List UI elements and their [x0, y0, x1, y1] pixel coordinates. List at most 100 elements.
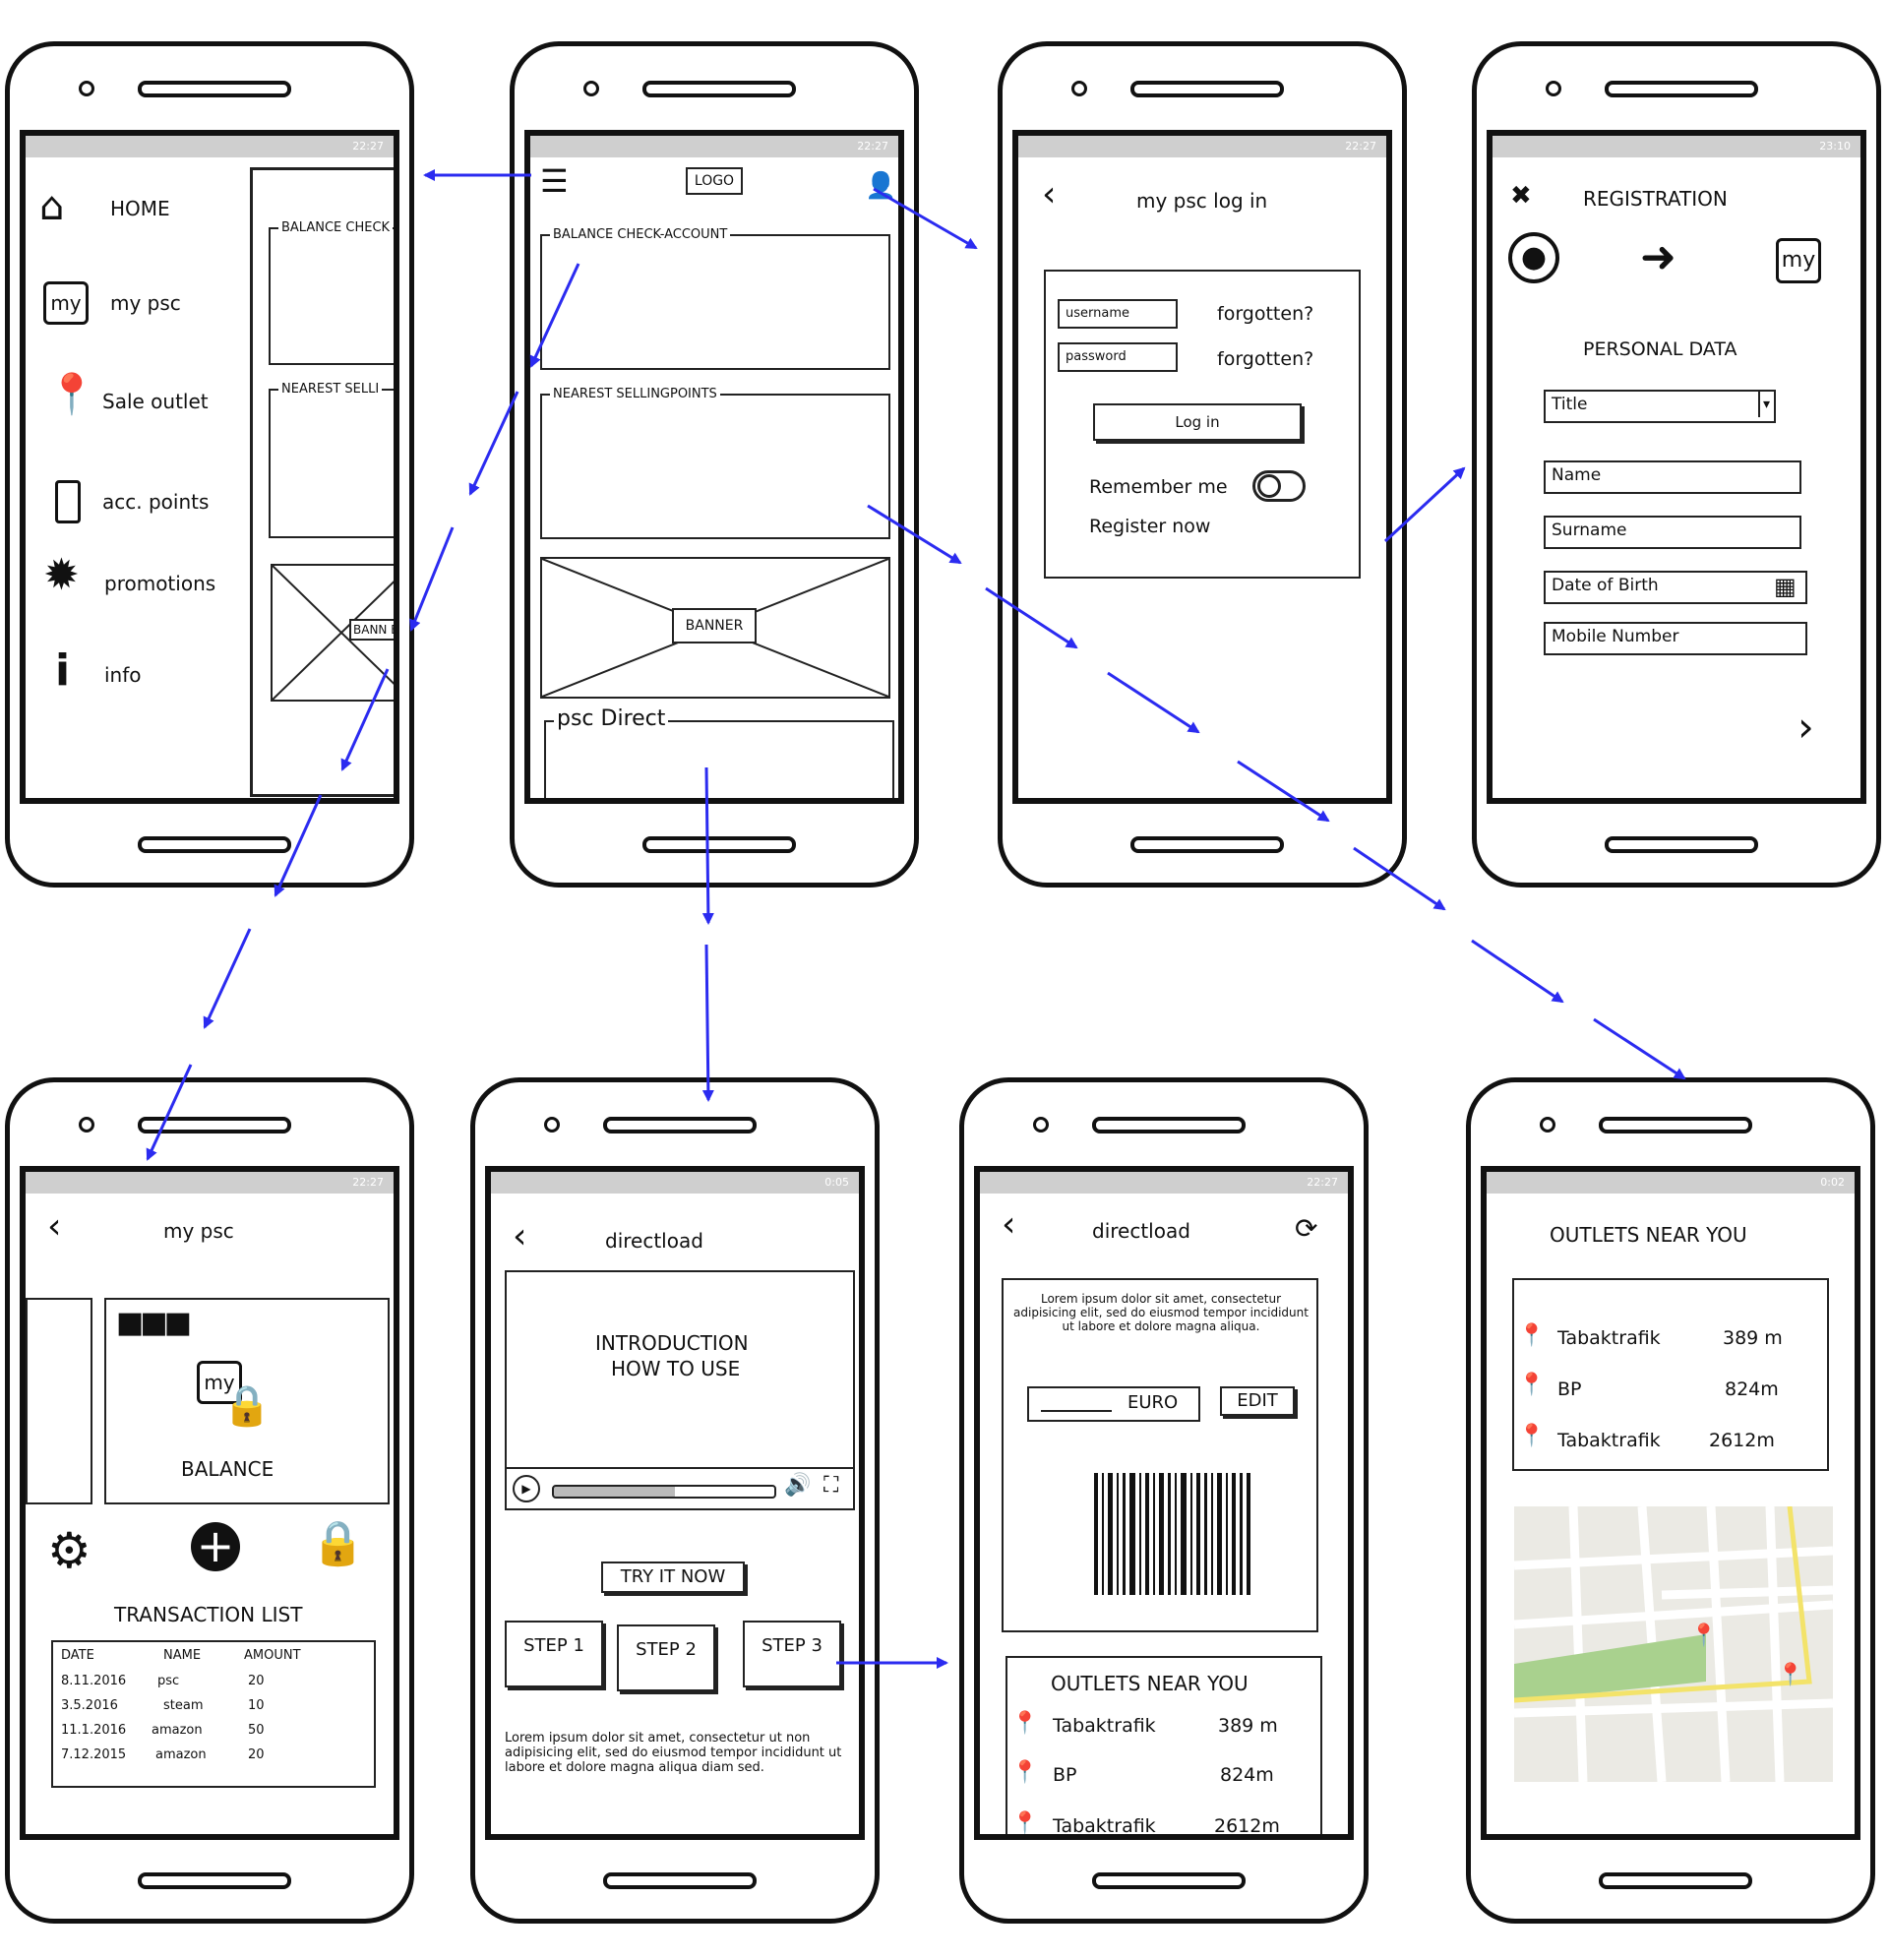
table-header: DATE — [61, 1648, 94, 1663]
name-field[interactable]: Name — [1544, 460, 1801, 494]
outlet-name[interactable]: BP — [1557, 1378, 1582, 1400]
back-chevron-icon[interactable]: ‹ — [47, 1206, 62, 1247]
lock-icon[interactable]: 🔒 — [311, 1518, 365, 1568]
status-bar: 22:27 — [530, 136, 898, 157]
map-park — [1514, 1634, 1706, 1701]
my-badge-icon: my — [197, 1361, 242, 1404]
outlet-distance: 389 m — [1218, 1715, 1278, 1737]
voucher-description: Lorem ipsum dolor sit amet, consectetur … — [1013, 1292, 1309, 1333]
barcode — [1094, 1473, 1250, 1595]
outlet-name[interactable]: Tabaktrafik — [1557, 1430, 1661, 1451]
card-previous[interactable] — [26, 1298, 92, 1504]
more-dots-icon[interactable]: ■■■ — [116, 1306, 192, 1340]
my-badge-icon: my — [43, 281, 89, 325]
title-select[interactable]: Title — [1544, 390, 1776, 423]
login-button[interactable]: Log in — [1093, 403, 1302, 441]
balance-card[interactable]: ■■■ my 🔒 BALANCE — [104, 1298, 390, 1504]
home-button[interactable] — [1130, 836, 1284, 853]
home-button[interactable] — [138, 1872, 291, 1889]
home-button[interactable] — [603, 1872, 757, 1889]
outlet-distance: 2612m — [1709, 1430, 1775, 1451]
chevron-down-icon[interactable]: ▾ — [1758, 392, 1773, 417]
balance-check-label: BALANCE CHECK-ACCOUNT — [550, 227, 731, 242]
video-controls: ▶ 🔊 ⛶ — [507, 1467, 853, 1508]
map-pin-icon: 📍 — [47, 372, 96, 417]
map-pin-icon: 📍 — [1011, 1811, 1039, 1836]
home-button[interactable] — [138, 836, 291, 853]
map-pin-icon: 📍 — [1011, 1711, 1039, 1736]
side-balance-label: BALANCE CHECK — [278, 220, 394, 235]
surname-field[interactable]: Surname — [1544, 516, 1801, 549]
close-icon[interactable]: ✖ — [1510, 181, 1532, 211]
hamburger-menu-icon[interactable]: ☰ — [540, 162, 569, 200]
remember-me-label: Remember me — [1089, 476, 1228, 498]
side-nearest-box: NEAREST SELLI — [269, 382, 394, 538]
forgotten-username-link[interactable]: forgotten? — [1217, 303, 1314, 325]
phone-login: 22:27 ‹ my psc log in username forgotten… — [998, 41, 1407, 888]
step-2-button[interactable]: STEP 2 — [617, 1624, 715, 1691]
try-it-now-button[interactable]: TRY IT NOW — [601, 1562, 745, 1593]
my-badge-icon[interactable]: my — [1776, 238, 1821, 283]
step-1-button[interactable]: STEP 1 — [505, 1621, 603, 1687]
calendar-icon[interactable]: ▦ — [1774, 573, 1797, 600]
side-panel: BALANCE CHECK NEAREST SELLI BANN ER — [250, 167, 394, 797]
sign-in-icon[interactable]: ➜ — [1640, 232, 1676, 282]
flow-arrow — [1593, 1017, 1686, 1080]
back-chevron-icon[interactable]: ‹ — [1042, 174, 1057, 214]
edit-button[interactable]: EDIT — [1220, 1386, 1295, 1416]
password-field[interactable]: password — [1058, 342, 1178, 372]
user-circle-icon[interactable]: ● — [1508, 232, 1559, 283]
back-chevron-icon[interactable]: ‹ — [513, 1216, 527, 1256]
camera — [583, 81, 599, 96]
status-time: 23:10 — [1819, 140, 1851, 153]
banner[interactable]: BANNER — [540, 557, 890, 699]
step-3-button[interactable]: STEP 3 — [743, 1621, 841, 1687]
remember-toggle[interactable] — [1252, 470, 1306, 502]
date-of-birth-field[interactable]: Date of Birth — [1544, 571, 1807, 604]
mobile-number-field[interactable]: Mobile Number — [1544, 622, 1807, 655]
home-button[interactable] — [1599, 1872, 1752, 1889]
flow-arrow — [1237, 760, 1330, 823]
map[interactable]: 📍 📍 — [1514, 1506, 1833, 1782]
video-title-line1: INTRODUCTION — [595, 1331, 749, 1355]
register-now-link[interactable]: Register now — [1089, 516, 1211, 537]
forgotten-password-link[interactable]: forgotten? — [1217, 348, 1314, 370]
video-title-line2: HOW TO USE — [611, 1357, 741, 1380]
map-pin-icon[interactable]: 📍 — [1777, 1662, 1803, 1687]
status-time: 0:02 — [1820, 1176, 1845, 1189]
flow-arrow — [1107, 671, 1200, 734]
currency-label: EURO — [1127, 1392, 1179, 1413]
add-circle-icon[interactable]: + — [191, 1522, 240, 1571]
video-player[interactable]: INTRODUCTION HOW TO USE ▶ 🔊 ⛶ — [505, 1270, 855, 1510]
play-icon[interactable]: ▶ — [513, 1475, 540, 1502]
page-title: my psc — [163, 1219, 234, 1243]
outlet-distance: 2612m — [1214, 1815, 1280, 1837]
refresh-icon[interactable]: ⟳ — [1295, 1212, 1318, 1245]
username-field[interactable]: username — [1058, 299, 1178, 329]
home-button[interactable] — [1605, 836, 1758, 853]
amount-field[interactable]: EURO — [1027, 1386, 1200, 1422]
status-bar: 22:27 — [1018, 136, 1386, 157]
camera — [1540, 1117, 1555, 1133]
back-chevron-icon[interactable]: ‹ — [1002, 1204, 1016, 1245]
camera — [1546, 81, 1561, 96]
chevron-right-icon[interactable]: › — [1798, 703, 1814, 751]
gear-icon[interactable]: ⚙ — [47, 1522, 91, 1579]
status-bar: 23:10 — [1493, 136, 1860, 157]
home-button[interactable] — [1092, 1872, 1246, 1889]
volume-icon[interactable]: 🔊 — [784, 1473, 812, 1498]
map-pin-icon: 📍 — [1518, 1424, 1546, 1448]
flow-arrow — [274, 794, 323, 897]
speaker — [603, 1117, 757, 1133]
section-title: PERSONAL DATA — [1583, 338, 1737, 360]
map-pin-icon[interactable]: 📍 — [1690, 1623, 1717, 1648]
camera — [1033, 1117, 1049, 1133]
outlet-name[interactable]: Tabaktrafik — [1557, 1327, 1661, 1349]
status-time: 22:27 — [352, 140, 384, 153]
table-cell: 20 — [248, 1747, 265, 1762]
fullscreen-icon[interactable]: ⛶ — [823, 1473, 839, 1498]
map-pin-icon: 📍 — [1011, 1760, 1039, 1785]
info-icon: i — [55, 645, 71, 696]
home-button[interactable] — [642, 836, 796, 853]
video-progress-bar[interactable] — [552, 1485, 776, 1499]
